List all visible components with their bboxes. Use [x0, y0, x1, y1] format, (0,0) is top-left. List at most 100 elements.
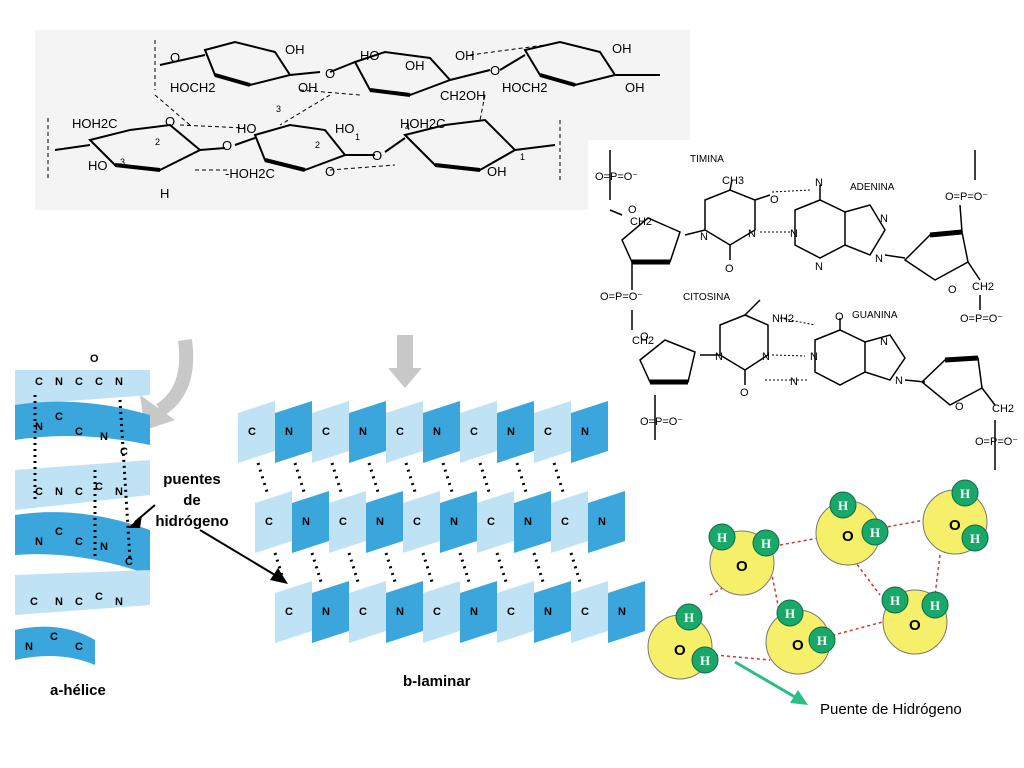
- beta-sheet-label: b-laminar: [403, 673, 471, 690]
- oxygen-atom: O: [725, 263, 734, 275]
- cellulose-atom: O: [222, 138, 232, 153]
- cellulose-atom: HO: [360, 48, 380, 63]
- sheet-pleat: [238, 401, 275, 463]
- nitrogen-atom: N: [715, 351, 723, 363]
- hydrogen-atom: [708, 523, 736, 551]
- svg-text:N: N: [581, 426, 589, 438]
- nitrogen-atom: N: [880, 213, 888, 225]
- cellulose-atom: OH: [405, 58, 425, 73]
- cellulose-panel: O OH HO OH O OH HOCH2 OH O CH2OH OH HOCH…: [35, 30, 690, 210]
- sheet-pleat: [571, 401, 608, 463]
- svg-text:puentes: puentes: [163, 471, 221, 488]
- sheet-pleat: [551, 491, 588, 553]
- sheet-pleat: [534, 581, 571, 643]
- nitrogen-atom: N: [815, 177, 823, 189]
- green-arrow: [734, 660, 808, 705]
- svg-text:C: C: [120, 446, 128, 458]
- sheet-pleat: [403, 491, 440, 553]
- svg-text:N: N: [35, 536, 43, 548]
- svg-text:N: N: [302, 516, 310, 528]
- svg-text:C: C: [561, 516, 569, 528]
- svg-text:H: H: [700, 653, 710, 668]
- svg-text:C: C: [507, 606, 515, 618]
- oxygen-atom: O: [835, 311, 844, 323]
- svg-text:C: C: [265, 516, 273, 528]
- svg-text:N: N: [115, 376, 123, 388]
- svg-text:C: C: [487, 516, 495, 528]
- hydrogen-atom: [861, 518, 889, 546]
- nitrogen-atom: N: [748, 228, 756, 240]
- svg-text:N: N: [115, 596, 123, 608]
- cellulose-atom: O: [372, 148, 382, 163]
- phosphate: O=P=O⁻: [600, 291, 643, 303]
- oxygen-atom: O: [770, 194, 779, 206]
- svg-text:C: C: [75, 376, 83, 388]
- ch2: CH2: [632, 335, 654, 347]
- sheet-pleat: [477, 491, 514, 553]
- svg-text:C: C: [322, 426, 330, 438]
- phosphate: O=P=O⁻: [975, 436, 1018, 448]
- nitrogen-atom: N: [762, 351, 770, 363]
- sheet-pleat: [292, 491, 329, 553]
- cellulose-atom: HOCH2: [502, 80, 548, 95]
- svg-text:C: C: [285, 606, 293, 618]
- sheet-pleat: [497, 401, 534, 463]
- svg-text:C: C: [95, 481, 103, 493]
- svg-text:H: H: [890, 593, 900, 608]
- svg-text:N: N: [396, 606, 404, 618]
- sheet-pleat: [423, 581, 460, 643]
- carbon-number: 4: [405, 122, 410, 132]
- svg-text:C: C: [581, 606, 589, 618]
- cellulose-atom: CH2OH: [440, 88, 486, 103]
- nitrogen-atom: N: [895, 375, 903, 387]
- svg-text:C: C: [55, 411, 63, 423]
- svg-text:O: O: [909, 617, 921, 634]
- svg-text:H: H: [717, 530, 727, 545]
- svg-text:C: C: [544, 426, 552, 438]
- svg-text:C: C: [75, 641, 83, 653]
- amine: NH2: [772, 313, 794, 325]
- cellulose-atom: HOH2C: [72, 116, 118, 131]
- hydrogen-atom: [961, 524, 989, 552]
- svg-text:N: N: [285, 426, 293, 438]
- svg-text:N: N: [507, 426, 515, 438]
- svg-text:O: O: [792, 637, 804, 654]
- cellulose-atom: HOCH2: [170, 80, 216, 95]
- sheet-pleat: [423, 401, 460, 463]
- svg-text:C: C: [396, 426, 404, 438]
- sheet-pleat: [366, 491, 403, 553]
- cellulose-atom: HO: [237, 121, 257, 136]
- sheet-pleat: [386, 401, 423, 463]
- ch2: CH2: [992, 403, 1014, 415]
- svg-text:C: C: [55, 526, 63, 538]
- sheet-pleat: [440, 491, 477, 553]
- svg-text:O: O: [736, 558, 748, 575]
- carbon-number: 3: [276, 104, 281, 114]
- cellulose-atom: OH: [285, 42, 305, 57]
- hydrogen-atom: [752, 529, 780, 557]
- svg-text:H: H: [761, 536, 771, 551]
- sheet-pleat: [497, 581, 534, 643]
- svg-text:N: N: [376, 516, 384, 528]
- gray-arrow-right: [388, 335, 422, 388]
- svg-text:C: C: [470, 426, 478, 438]
- phosphate: O=P=O⁻: [945, 191, 988, 203]
- svg-text:N: N: [25, 641, 33, 653]
- sheet-pleat: [460, 401, 497, 463]
- oxygen-atom: O: [955, 401, 964, 413]
- svg-text:C: C: [413, 516, 421, 528]
- svg-text:C: C: [125, 556, 133, 568]
- svg-text:hidrógeno: hidrógeno: [155, 513, 228, 530]
- cellulose-atom: -HOH2C: [225, 166, 275, 181]
- hydrogen-atom: [881, 586, 909, 614]
- svg-text:H: H: [838, 498, 848, 513]
- svg-text:N: N: [322, 606, 330, 618]
- water-hbond-label: Puente de Hidrógeno: [820, 701, 962, 718]
- svg-text:N: N: [100, 431, 108, 443]
- svg-text:C: C: [75, 426, 83, 438]
- cellulose-atom-h: H: [160, 186, 169, 201]
- nitrogen-atom: N: [880, 336, 888, 348]
